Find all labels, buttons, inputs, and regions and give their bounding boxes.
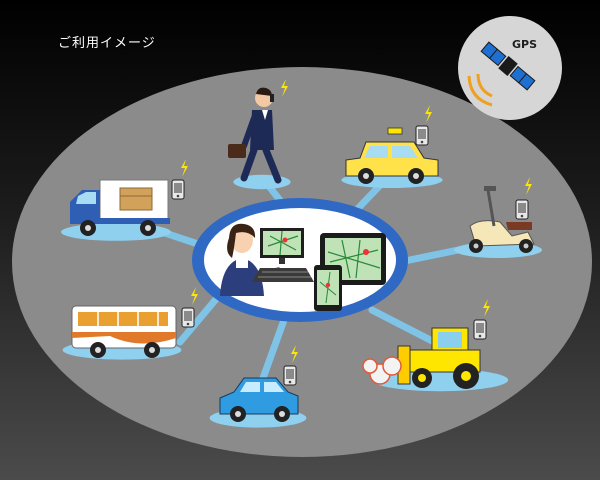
taxi-node <box>345 105 439 184</box>
gps-badge <box>458 16 562 120</box>
dust-cloud-icon <box>362 356 402 385</box>
tablet-icon <box>320 233 386 285</box>
control-center-hub <box>192 198 408 322</box>
scooter-node <box>469 177 535 253</box>
satellite-icon <box>480 41 536 91</box>
smartphone-icon <box>314 265 342 311</box>
taxi-icon <box>345 127 439 184</box>
gps-label: GPS <box>512 38 538 51</box>
keyboard-icon <box>252 268 314 282</box>
monitor-icon <box>260 228 304 264</box>
bus-node <box>71 287 198 358</box>
bulldozer-node <box>362 299 490 389</box>
page-title: ご利用イメージ <box>58 36 156 51</box>
bulldozer-icon <box>362 327 481 389</box>
bus-icon <box>71 305 177 358</box>
car-node <box>219 345 299 422</box>
person-walking-phone-icon <box>228 87 282 184</box>
signal-waves-icon <box>467 73 493 107</box>
truck-icon <box>70 179 170 236</box>
scooter-icon <box>469 186 535 253</box>
truck-node <box>70 159 188 236</box>
car-icon <box>219 377 299 422</box>
businessman-node <box>228 79 288 184</box>
